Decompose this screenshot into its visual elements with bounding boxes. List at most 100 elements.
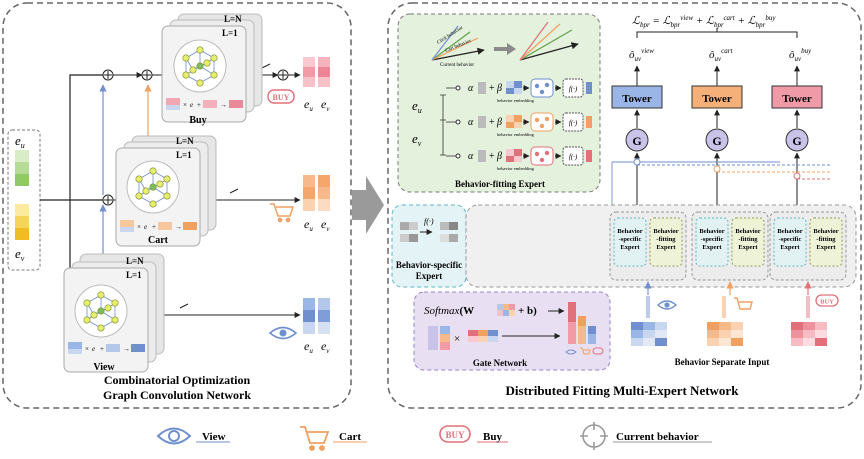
buy-propagation-formula: × e + → <box>166 98 243 110</box>
legend-cart-icon <box>300 426 330 451</box>
graph-node <box>189 66 197 74</box>
behavior-fitting-expert-box <box>731 217 765 267</box>
input-cell <box>655 330 667 338</box>
cart-propagation-formula: × e + → <box>120 220 197 232</box>
behavior-embedding-label: behavior embedding <box>497 166 535 171</box>
right-panel-title: Distributed Fitting Multi-Expert Network <box>506 383 740 398</box>
input-cell <box>719 338 731 346</box>
tower-label: Tower <box>702 93 732 105</box>
graph-node <box>97 307 105 315</box>
graph-node <box>196 46 204 54</box>
legend-cart: Cart <box>339 431 361 443</box>
input-cell <box>815 330 827 338</box>
input-cell <box>803 330 815 338</box>
svg-text:+: + <box>197 101 201 109</box>
behavior-fitting-expert-box <box>809 217 843 267</box>
behavior-embedding-label: behavior embedding <box>497 98 535 103</box>
gate-times: × <box>454 333 460 345</box>
graph-node <box>83 299 91 307</box>
input-cell <box>803 338 815 346</box>
bfe-f: f(·) <box>569 119 578 127</box>
behavior-specific-expert-box <box>695 217 729 267</box>
svg-text:+: + <box>100 345 104 353</box>
input-cell <box>631 322 643 330</box>
gate-node <box>705 128 729 152</box>
plus: + <box>489 117 495 128</box>
svg-text:→: → <box>123 345 130 353</box>
input-ev-label: ev <box>15 246 25 263</box>
cart-gcn-stack <box>115 135 217 247</box>
behavior-specific-expert-box <box>773 217 807 267</box>
input-cell <box>707 322 719 330</box>
legend: View Cart BUY Buy Current behavior <box>156 422 712 451</box>
graph-node <box>163 175 171 183</box>
graph-node <box>111 299 119 307</box>
graph-node <box>182 54 190 62</box>
svg-text:e: e <box>190 101 193 109</box>
input-cell <box>719 322 731 330</box>
vector-sketch <box>431 21 579 61</box>
bse-inputs <box>400 222 458 242</box>
legend-view: View <box>202 431 225 443</box>
svg-text:×: × <box>137 223 141 231</box>
panel-transition-arrow <box>352 176 384 234</box>
input-cell <box>731 330 743 338</box>
buy-graph <box>182 46 218 87</box>
tower-output-delta: ôuvview <box>629 47 654 63</box>
bse-f: f(·) <box>424 217 434 226</box>
input-cell <box>631 338 643 346</box>
graph-node <box>97 324 105 332</box>
graph-node <box>149 200 157 208</box>
view-graph <box>83 291 119 332</box>
plus: + <box>489 83 495 94</box>
bfe-ev: ev <box>412 131 422 148</box>
loss-formula: ℒbpr = ℒbprview + ℒbprcart + ℒbprbuy <box>632 11 776 30</box>
tower-label: Tower <box>622 93 652 105</box>
buy-tag-icon <box>815 294 839 307</box>
input-cell <box>815 338 827 346</box>
view-propagation-formula: × e + → <box>68 342 145 354</box>
legend-buy: Buy <box>483 431 502 443</box>
left-panel-frame <box>2 2 352 409</box>
graph-node <box>135 192 143 200</box>
beta: β <box>496 83 502 94</box>
plus: + <box>489 151 495 162</box>
cart-layer-front: L=1 <box>176 150 192 160</box>
graph-node <box>182 71 190 79</box>
buy-output-embeddings <box>303 57 330 87</box>
svg-text:e: e <box>144 223 147 231</box>
buy-ev-label: ev <box>321 97 330 113</box>
view-stack-label: View <box>93 362 115 373</box>
input-cell <box>791 322 803 330</box>
alpha: α <box>468 117 474 128</box>
bfe-graph-node <box>530 78 554 98</box>
gate-softmax: Softmax(W <box>424 305 474 317</box>
legend-current: Current behavior <box>616 431 699 443</box>
view-gcn-stack <box>63 253 165 373</box>
gate-network-title: Gate Network <box>473 358 527 368</box>
tower-box <box>611 85 663 109</box>
input-cell <box>643 338 655 346</box>
graph-node <box>196 62 204 70</box>
cart-icon <box>734 297 753 310</box>
input-cell <box>719 330 731 338</box>
view-output-embeddings <box>303 298 330 334</box>
input-cell <box>643 322 655 330</box>
input-cell <box>707 338 719 346</box>
bfe-title: Behavior-fitting Expert <box>455 179 545 189</box>
graph-node <box>163 192 171 200</box>
buy-eu-label: eu <box>304 97 313 113</box>
cart-layer-top: L=N <box>176 136 194 146</box>
cart-ev-label: ev <box>321 217 330 233</box>
separate-input-title: Behavior Separate Input <box>675 357 770 367</box>
buy-layer-top: L=N <box>224 14 242 24</box>
buy-tag-icon: BUY <box>267 89 295 104</box>
cart-eu-label: eu <box>304 217 313 233</box>
buy-stack-label: Buy <box>189 115 206 126</box>
alpha: α <box>468 151 474 162</box>
